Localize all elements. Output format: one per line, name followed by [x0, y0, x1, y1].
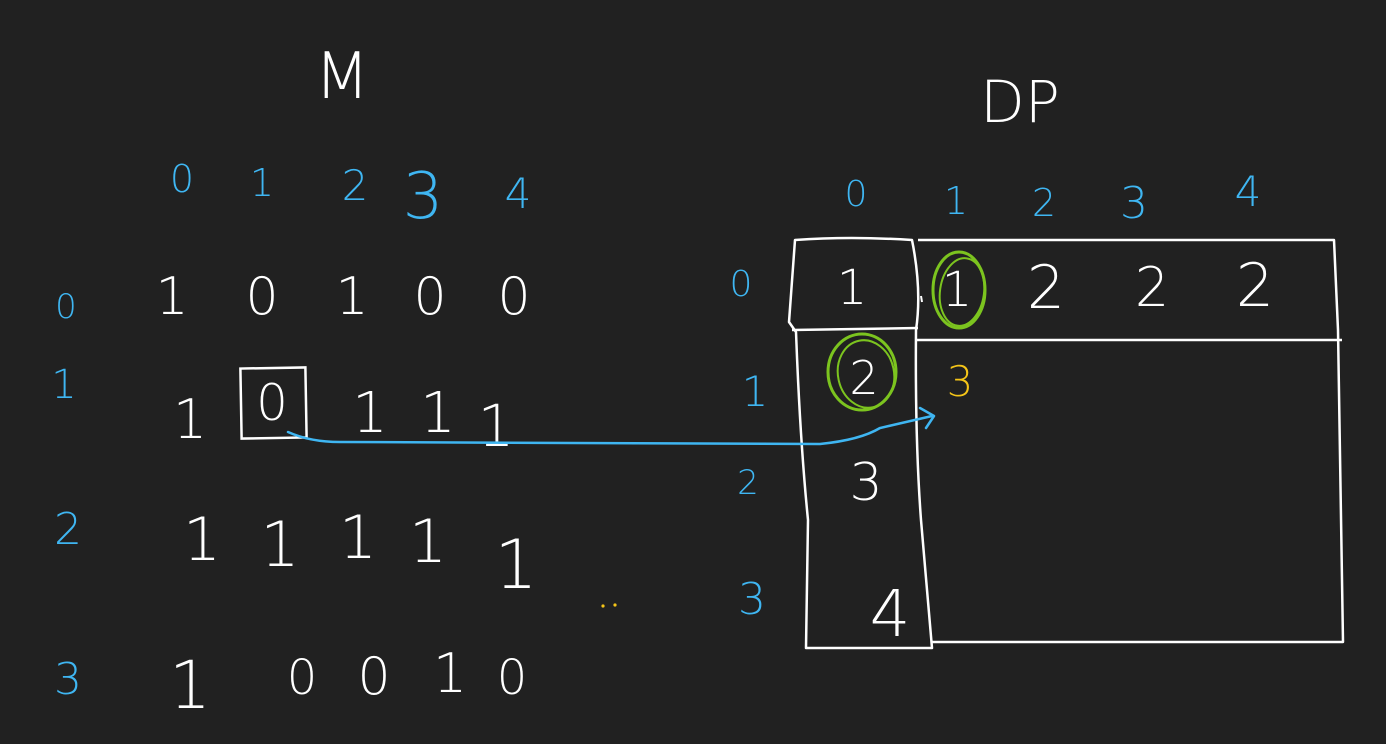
dp-col0-box — [787, 236, 934, 650]
dp-col-index: 0 — [845, 174, 868, 215]
dp-col-index: 4 — [1235, 167, 1262, 216]
dp-cell: 3 — [849, 453, 882, 513]
dp-row-index: 1 — [742, 367, 769, 416]
m-cell: 0 — [413, 267, 446, 327]
m-row-index: 2 — [54, 504, 82, 555]
m-row-index: 0 — [55, 287, 77, 327]
m-highlight-box — [239, 366, 308, 440]
dp-col0-divider — [791, 326, 919, 332]
m-cell: 1 — [420, 381, 456, 446]
m-col-index: 0 — [170, 157, 194, 201]
m-cell: 1 — [260, 508, 299, 581]
m-cell: 1 — [155, 267, 188, 327]
arrow-head-icon — [918, 406, 936, 430]
dp-cell: 2 — [1027, 253, 1065, 323]
m-cell: 0 — [245, 267, 278, 327]
dp-circle-highlight — [836, 339, 896, 409]
dp-row-index: 2 — [737, 463, 759, 503]
dp-circle-highlight — [938, 257, 986, 327]
stray-dot — [613, 603, 617, 607]
m-cell: 1 — [494, 526, 537, 605]
dp-cell: 4 — [870, 578, 911, 652]
dp-stray-tick — [920, 295, 923, 303]
dp-col-index: 3 — [1120, 178, 1148, 229]
m-cell: 0 — [256, 374, 288, 432]
m-cell: 1 — [335, 267, 368, 327]
mapping-arrow — [286, 414, 934, 446]
m-cell: 0 — [287, 650, 318, 706]
dp-circle-highlight — [826, 332, 898, 412]
stray-dot — [601, 604, 605, 608]
m-col-index: 4 — [505, 169, 532, 218]
dp-title: DP — [980, 68, 1060, 136]
m-row-index: 1 — [51, 362, 76, 408]
dp-computed-value: 3 — [947, 357, 974, 406]
dp-cell: 2 — [1135, 256, 1169, 319]
m-cell: 0 — [497, 650, 528, 706]
m-cell: 1 — [409, 507, 447, 577]
m-row-index: 3 — [54, 654, 82, 705]
dp-cell: 1 — [837, 260, 868, 316]
dp-grid-outer — [918, 238, 1345, 644]
dp-col-index: 1 — [944, 179, 968, 223]
m-cell: 1 — [478, 392, 515, 460]
dp-row-index: 3 — [738, 574, 766, 625]
m-cell: 0 — [357, 647, 390, 707]
dp-cell: 2 — [849, 351, 878, 405]
m-col-index: 2 — [342, 161, 369, 210]
m-cell: 0 — [497, 267, 530, 327]
dp-col-index: 2 — [1032, 181, 1056, 225]
m-col-index: 3 — [403, 160, 444, 234]
m-cell: 1 — [173, 388, 207, 451]
m-cell: 1 — [339, 503, 377, 573]
dp-cell: 2 — [1236, 251, 1274, 321]
m-col-index: 1 — [250, 161, 274, 205]
m-title: M — [314, 40, 369, 114]
dp-row-index: 0 — [730, 264, 753, 305]
m-cell: 1 — [433, 642, 467, 705]
m-cell: 1 — [169, 647, 211, 724]
m-cell: 1 — [183, 505, 221, 575]
m-cell: 1 — [352, 381, 388, 446]
